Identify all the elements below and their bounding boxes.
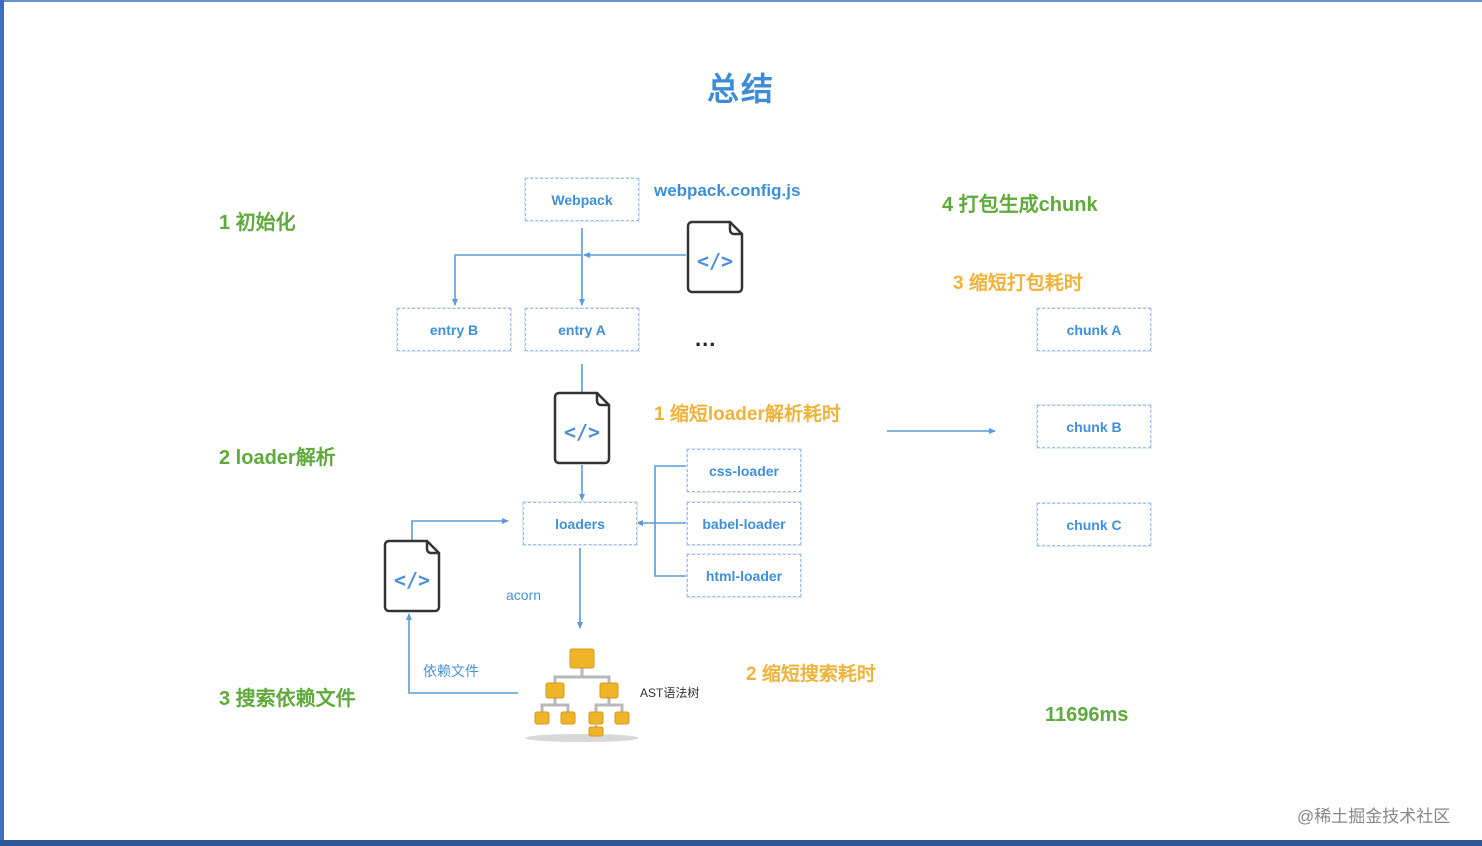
code-file-icon: </> <box>383 539 441 613</box>
svg-text:</>: </> <box>564 420 600 444</box>
frame-bottom-border <box>0 840 1482 846</box>
svg-text:</>: </> <box>697 249 733 273</box>
watermark: @稀土掘金技术社区 <box>1297 807 1451 826</box>
webpack-box: Webpack <box>525 178 639 221</box>
loaders-box: loaders <box>523 502 637 545</box>
opt-loader-time: 1 缩短loader解析耗时 <box>654 404 841 425</box>
ast-tree-icon <box>525 648 639 742</box>
code-file-icon: </> <box>686 220 744 294</box>
slide-title: 总结 <box>706 71 775 107</box>
html-loader-box: html-loader <box>687 554 801 597</box>
acorn-label: acorn <box>506 587 542 603</box>
step-init: 1 初始化 <box>219 212 296 234</box>
frame-top-border <box>0 0 1482 2</box>
step-loader-parse: 2 loader解析 <box>219 447 336 469</box>
frame-left-border <box>0 0 4 846</box>
babel-loader-box: babel-loader <box>687 502 801 545</box>
svg-text:</>: </> <box>394 568 430 592</box>
dependency-files-label: 依赖文件 <box>423 663 479 679</box>
css-loader-box: css-loader <box>687 449 801 492</box>
code-file-icon: </> <box>553 391 611 465</box>
step-bundle-chunk: 4 打包生成chunk <box>942 194 1098 216</box>
step-search-deps: 3 搜索依赖文件 <box>219 688 356 710</box>
more-entries-ellipsis: ... <box>695 326 717 351</box>
entry-a-box: entry A <box>525 308 639 351</box>
entry-b-box: entry B <box>397 308 511 351</box>
chunk-a-box: chunk A <box>1037 308 1151 351</box>
opt-search-time: 2 缩短搜索耗时 <box>746 664 876 685</box>
chunk-b-box: chunk B <box>1037 405 1151 448</box>
ast-label: AST语法树 <box>640 686 700 700</box>
opt-bundle-time: 3 缩短打包耗时 <box>953 273 1083 294</box>
bundle-timing: 11696ms <box>1045 704 1129 726</box>
config-label: webpack.config.js <box>654 181 801 200</box>
chunk-c-box: chunk C <box>1037 503 1151 546</box>
